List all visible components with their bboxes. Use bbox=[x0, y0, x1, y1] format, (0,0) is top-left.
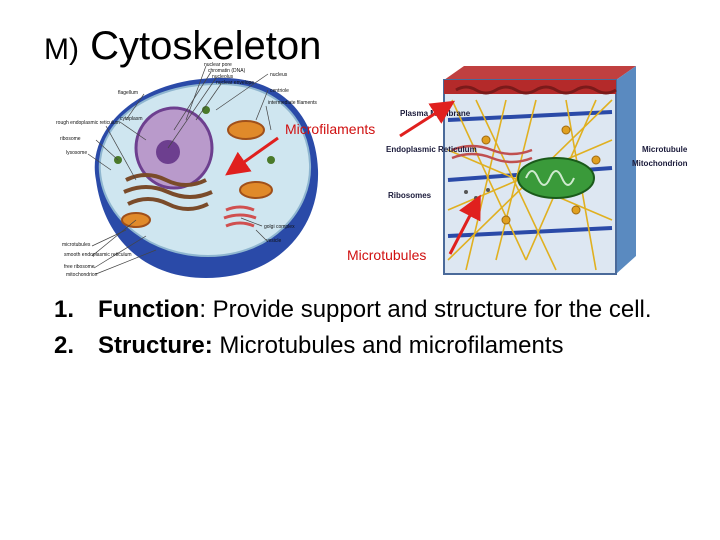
vesicle-shape-2 bbox=[267, 156, 275, 164]
label-golgi: golgi complex bbox=[264, 224, 295, 230]
mitochondrion-shape-1 bbox=[227, 120, 265, 140]
cell-labels: nuclear pore chromatin (DNA) nucleolus n… bbox=[56, 62, 317, 278]
block-mitochondrion bbox=[517, 157, 595, 199]
cell-diagram-svg: nuclear pore chromatin (DNA) nucleolus n… bbox=[56, 62, 688, 279]
label-vesicle: vesicle bbox=[266, 238, 282, 244]
arrow-microfilaments-right bbox=[399, 100, 456, 138]
label-nuclear-pore: nuclear pore bbox=[204, 62, 232, 68]
label-nucleolus: nucleolus bbox=[212, 74, 234, 80]
label-microtubule: Microtubule bbox=[642, 145, 688, 154]
point-number: 2. bbox=[54, 332, 75, 359]
title-letter: M) bbox=[44, 33, 79, 66]
block-top-membrane bbox=[444, 66, 636, 80]
callout-labels: Microfilaments Microtubules bbox=[285, 121, 426, 263]
label-nuclear-envelope: nuclear envelope bbox=[216, 80, 254, 86]
point-number: 1. bbox=[54, 296, 75, 323]
label-smooth-er: smooth endoplasmic reticulum bbox=[64, 252, 132, 258]
label-intermediate-filaments: intermediate filaments bbox=[268, 100, 317, 106]
callout-arrows bbox=[225, 100, 481, 255]
point-text: Provide support and structure for the ce… bbox=[205, 296, 652, 323]
arrow-microfilaments-left bbox=[225, 136, 279, 176]
label-chromatin: chromatin (DNA) bbox=[208, 68, 246, 74]
point-function: 1. Function: Provide support and structur… bbox=[54, 296, 694, 324]
mito-cristae bbox=[525, 170, 575, 186]
label-rough-er: rough endoplasmic reticulum bbox=[56, 120, 120, 126]
label-block-mitochondrion: Mitochondrion bbox=[632, 159, 688, 168]
label-nucleus: nucleus bbox=[270, 72, 288, 78]
label-ribosomes: Ribosomes bbox=[388, 191, 432, 200]
label-centriole: centriole bbox=[270, 88, 289, 94]
label-lysosome: lysosome bbox=[66, 150, 87, 156]
cell-diagram: nuclear pore chromatin (DNA) nucleolus n… bbox=[56, 60, 696, 282]
cell-leader-lines bbox=[87, 65, 272, 275]
bullet-list: 1. Function: Provide support and structur… bbox=[54, 296, 694, 368]
block-side bbox=[616, 66, 636, 274]
animal-cell-illustration: nuclear pore chromatin (DNA) nucleolus n… bbox=[56, 62, 319, 279]
callout-microfilaments: Microfilaments bbox=[285, 121, 375, 137]
point-term: Structure: bbox=[98, 332, 213, 359]
label-free-ribosome: free ribosome bbox=[64, 264, 95, 270]
mitochondrion-shape-2 bbox=[239, 181, 273, 199]
membrane-wave bbox=[455, 85, 617, 95]
title-text: Cytoskeleton bbox=[90, 24, 322, 68]
cytoskeleton-illustration: Plasma Membrane Endoplasmic Reticulum Ri… bbox=[386, 66, 688, 275]
label-cytoplasm: cytoplasm bbox=[120, 116, 143, 122]
nucleolus-shape bbox=[156, 140, 180, 164]
label-endoplasmic-reticulum: Endoplasmic Reticulum bbox=[386, 145, 477, 154]
arrow-microtubules bbox=[448, 194, 481, 255]
label-ribosome: ribosome bbox=[60, 136, 81, 142]
label-flagellum: flagellum bbox=[118, 90, 138, 96]
callout-microtubules: Microtubules bbox=[347, 247, 426, 263]
slide-title: M) Cytoskeleton bbox=[44, 22, 321, 74]
rough-er-shape bbox=[123, 173, 213, 211]
block-er bbox=[451, 144, 533, 164]
point-text: Microtubules and microfilaments bbox=[212, 332, 564, 359]
golgi-shape bbox=[223, 205, 257, 228]
point-term: Function bbox=[98, 296, 200, 323]
point-separator: : bbox=[199, 296, 206, 323]
label-mitochondrion: mitochondrion bbox=[66, 272, 98, 278]
label-microtubules: microtubules bbox=[62, 242, 91, 248]
point-structure: 2. Structure: Microtubules and microfilam… bbox=[54, 332, 694, 360]
